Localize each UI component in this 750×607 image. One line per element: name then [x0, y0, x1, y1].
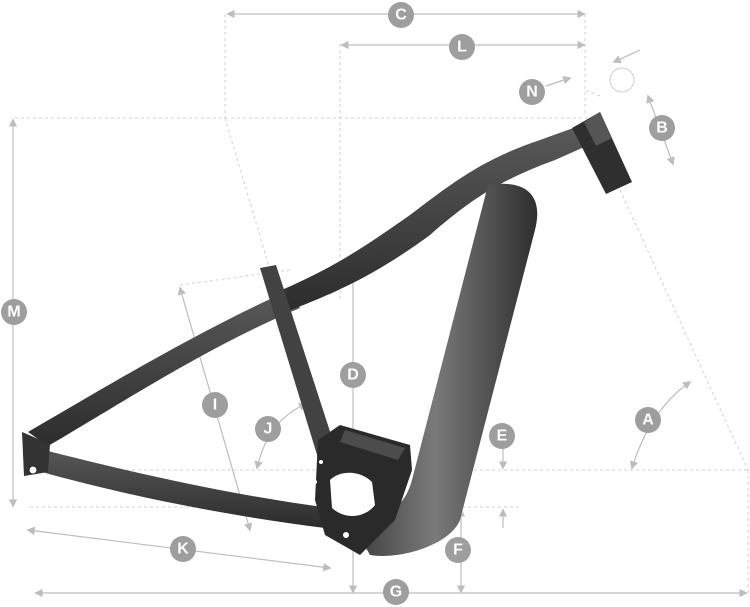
frame-bolt [313, 480, 317, 484]
badge-k-label: K [177, 541, 189, 558]
badge-e: E [489, 423, 515, 449]
badge-g-label: G [390, 584, 402, 601]
badge-a: A [635, 407, 661, 433]
badge-c-label: C [395, 7, 407, 24]
bottom-bracket-bolt [343, 532, 349, 538]
head-tube-cap [584, 112, 612, 146]
badge-g: G [383, 579, 409, 605]
badge-i: I [202, 392, 228, 418]
bike-frame [22, 112, 632, 556]
badge-f-label: F [453, 542, 463, 559]
badge-j: J [255, 416, 281, 442]
frame-bolt [319, 460, 323, 464]
seat-tube [260, 265, 336, 458]
badge-b-label: B [656, 120, 668, 137]
down-tube [350, 183, 538, 556]
badge-l: L [449, 34, 475, 60]
badge-b: B [649, 115, 675, 141]
badge-j-label: J [264, 421, 273, 438]
rear-axle [28, 465, 38, 475]
top-tube [270, 122, 600, 312]
badge-i-label: I [213, 397, 217, 414]
badge-d: D [340, 362, 366, 388]
badge-l-label: L [457, 39, 467, 56]
chain-stay [25, 445, 330, 528]
badge-n: N [519, 79, 545, 105]
head-tube [572, 112, 632, 194]
motor-vent [340, 430, 405, 460]
badge-n-label: N [526, 84, 538, 101]
head-tube-reference-circle [609, 67, 635, 93]
badge-c: C [388, 2, 414, 28]
rear-dropout [22, 432, 50, 476]
seat-stay [28, 290, 300, 446]
badge-a-label: A [642, 412, 654, 429]
badge-m: M [1, 299, 27, 325]
badge-m-label: M [7, 304, 20, 321]
badge-d-label: D [347, 367, 359, 384]
motor-cutout [330, 472, 375, 516]
badge-k: K [170, 536, 196, 562]
badge-f: F [445, 537, 471, 563]
badge-e-label: E [497, 428, 508, 445]
